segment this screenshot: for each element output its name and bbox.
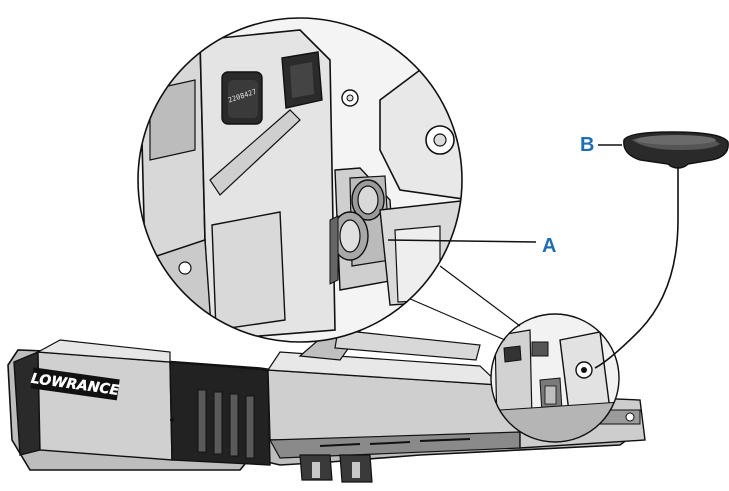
mounting-bracket xyxy=(7,329,646,483)
callout-label-a: A xyxy=(542,235,557,257)
callout-a-leader xyxy=(387,239,537,243)
detail-circle-magnified: 2208427 xyxy=(137,17,463,343)
magnify-leader-2 xyxy=(439,265,521,327)
callout-label-b: B xyxy=(580,134,595,156)
detail-circle-small xyxy=(490,313,620,443)
magnify-leader-1 xyxy=(407,297,506,341)
t-handle-key xyxy=(594,131,729,369)
